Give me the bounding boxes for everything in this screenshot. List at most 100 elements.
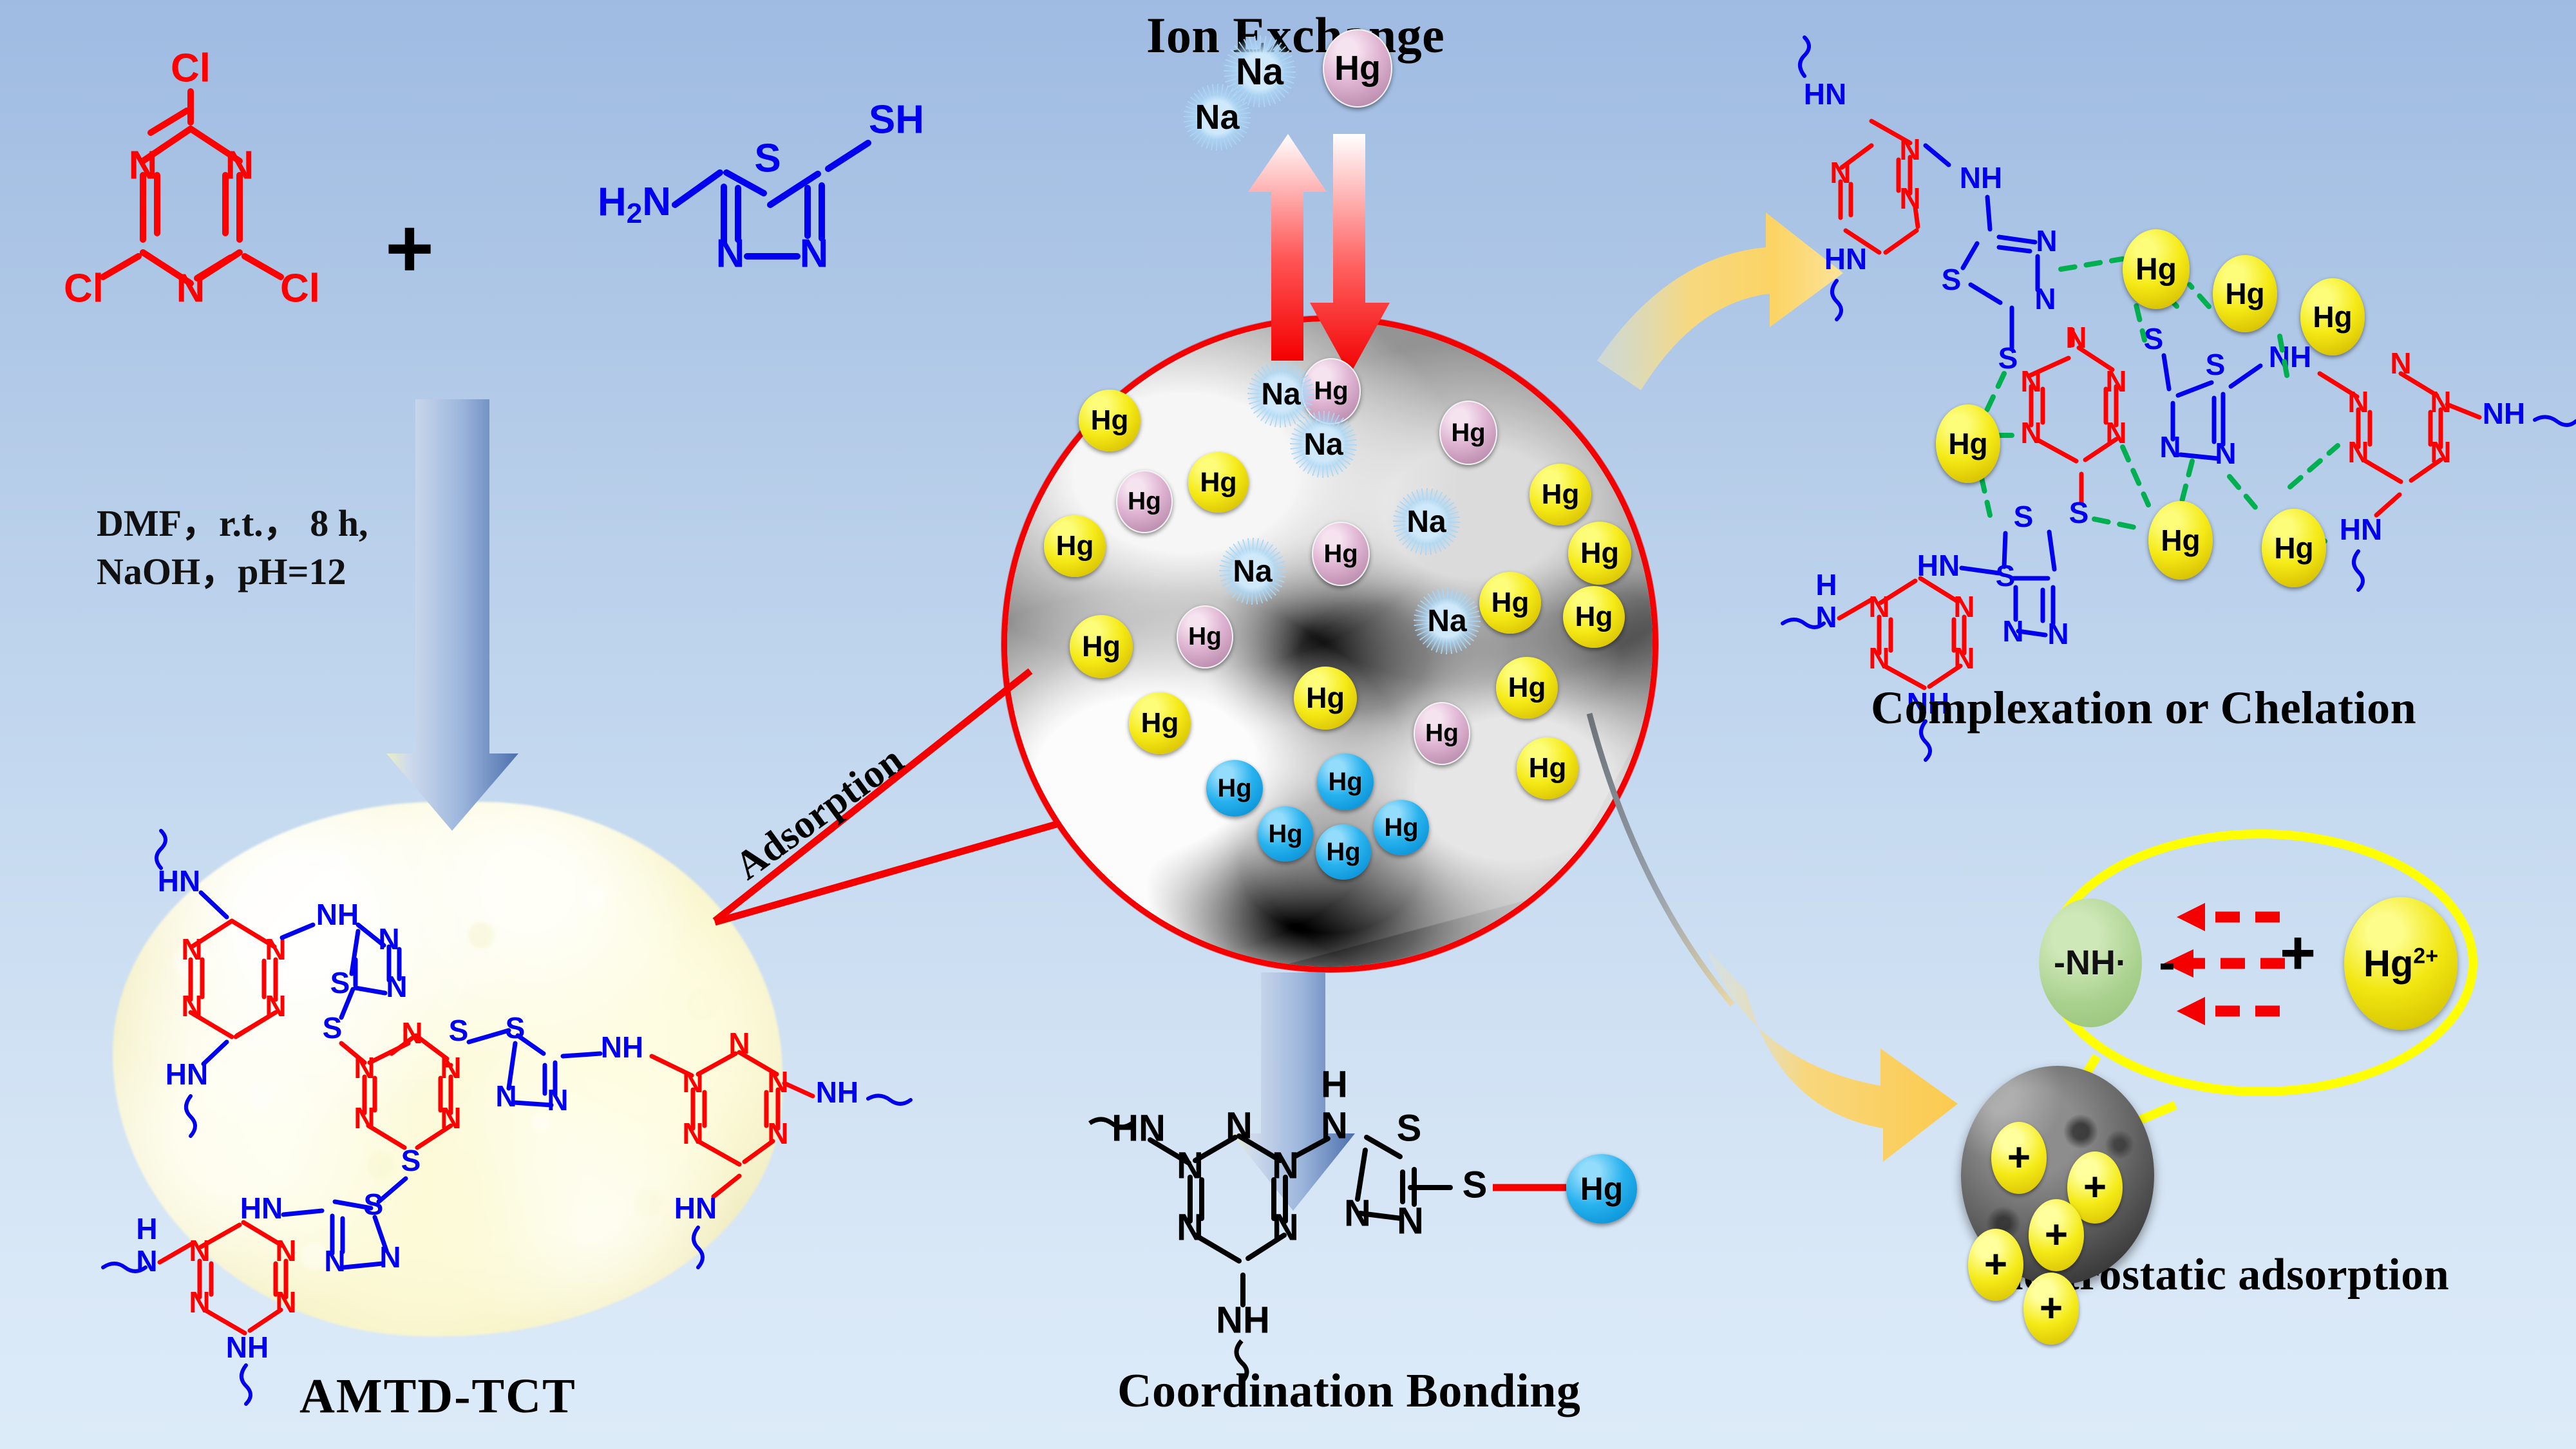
svg-text:HN: HN: [1917, 549, 1960, 582]
hg-ion-yellow-3: Hg: [1044, 515, 1106, 577]
cyanuric-chloride-labels: Cl N N N Cl Cl: [64, 46, 320, 310]
svg-text:N: N: [1344, 1192, 1371, 1234]
svg-text:N: N: [1899, 133, 1920, 166]
svg-text:N: N: [181, 989, 202, 1023]
svg-text:S: S: [1996, 559, 2016, 592]
svg-text:N: N: [2430, 435, 2451, 469]
atom-n-right: N: [225, 143, 254, 187]
svg-text:N: N: [189, 1234, 210, 1267]
svg-text:N: N: [181, 933, 202, 966]
nh-group-ellipse: -NH·: [2039, 898, 2142, 1027]
svg-text:NH: NH: [2483, 397, 2525, 430]
hg-ion-pink-1: Hg: [1116, 470, 1173, 534]
svg-text:S: S: [1998, 341, 2018, 375]
negative-charge-symbol: -: [2159, 934, 2175, 990]
svg-text:N: N: [2065, 321, 2087, 354]
na-ion-3: Na: [1219, 538, 1286, 605]
svg-text:N: N: [2020, 416, 2041, 450]
hg-ion-yellow-8: Hg: [1568, 522, 1631, 585]
svg-text:N: N: [1899, 182, 1920, 215]
svg-text:S: S: [2144, 322, 2164, 355]
atom-sh: SH: [869, 97, 924, 142]
electrostatic-arrowheads: [2164, 903, 2205, 1025]
svg-text:N: N: [1177, 1144, 1204, 1186]
hg-ion-complex-6: Hg: [2262, 509, 2326, 587]
svg-text:N: N: [682, 1065, 703, 1099]
svg-text:H: H: [1321, 1063, 1348, 1105]
hg-ion-coordination: Hg: [1566, 1154, 1637, 1224]
svg-text:S: S: [323, 1011, 343, 1045]
na-ion-2: Na: [1290, 411, 1357, 478]
aminothiadiazolethiol-labels: H2N S SH N N: [598, 97, 924, 276]
svg-text:S: S: [1397, 1107, 1422, 1149]
surface-charge-1: +: [1991, 1122, 2047, 1194]
electrostatic-connector: [1586, 712, 1735, 1007]
svg-text:NH: NH: [1216, 1299, 1270, 1341]
complexation-arrow: [1597, 213, 1843, 390]
label-amtd-tct: AMTD-TCT: [299, 1369, 576, 1423]
hg-ion-yellow-7: Hg: [1530, 464, 1591, 526]
hg-ion-pink-4: Hg: [1312, 522, 1370, 587]
atom-cl-right: Cl: [280, 266, 320, 310]
svg-text:N: N: [1226, 1104, 1253, 1146]
svg-text:S: S: [1463, 1164, 1488, 1206]
na-ion-4: Na: [1393, 488, 1460, 555]
ion-exchange-arrow-up: [1248, 134, 1327, 361]
svg-text:N: N: [682, 1117, 703, 1150]
svg-text:N: N: [401, 1016, 422, 1050]
hg-ion-yellow-6: Hg: [1294, 667, 1357, 730]
atom-n-right2: N: [800, 231, 829, 276]
svg-text:N: N: [1953, 641, 1975, 675]
svg-text:N: N: [2105, 365, 2126, 398]
svg-text:N: N: [728, 1027, 750, 1060]
svg-text:HN: HN: [674, 1191, 717, 1225]
nh-group-label: -NH·: [2054, 943, 2127, 982]
svg-text:H: H: [1815, 568, 1837, 601]
coordination-wavy-bottom: [1234, 1339, 1249, 1384]
svg-text:NH: NH: [2269, 340, 2311, 374]
na-ion-1: Na: [1247, 361, 1314, 428]
atom-n-bottom: N: [176, 266, 205, 310]
electrostatic-attraction-arrows: [2193, 911, 2285, 1017]
na-ion-outside-right: Na: [1224, 35, 1296, 108]
atom-h2n: H2N: [598, 180, 671, 229]
svg-text:N: N: [2430, 385, 2451, 419]
electrostatic-arrow: [1705, 947, 1958, 1162]
svg-text:N: N: [2347, 385, 2369, 419]
svg-text:S: S: [506, 1011, 526, 1045]
svg-text:N: N: [1868, 641, 1889, 675]
svg-text:HN: HN: [166, 1057, 208, 1091]
surface-charge-4: +: [1968, 1229, 2023, 1301]
atom-n-left: N: [129, 143, 158, 187]
svg-text:N: N: [1177, 1206, 1204, 1248]
svg-text:H: H: [136, 1212, 157, 1245]
svg-text:N: N: [1397, 1200, 1424, 1242]
svg-text:N: N: [354, 1051, 375, 1084]
synthesis-arrow: [386, 399, 518, 831]
svg-text:N: N: [379, 1240, 401, 1274]
svg-text:N: N: [2159, 430, 2181, 464]
hg-ion-outside-top: Hg: [1323, 29, 1392, 108]
atom-n-left2: N: [716, 231, 745, 276]
svg-text:S: S: [364, 1188, 384, 1221]
structure-coordination: [1148, 1133, 1453, 1307]
svg-text:S: S: [2206, 348, 2226, 381]
svg-text:N: N: [378, 922, 399, 956]
svg-text:N: N: [1868, 590, 1889, 623]
svg-text:S: S: [401, 1144, 421, 1177]
hg-ion-cyan-1: Hg: [1206, 760, 1263, 817]
svg-text:N: N: [1321, 1104, 1348, 1146]
coordination-wavy-left: [1088, 1117, 1134, 1130]
svg-text:S: S: [1942, 263, 1962, 296]
hg-ion-complex-3: Hg: [2300, 278, 2365, 355]
svg-text:NH: NH: [816, 1075, 858, 1109]
hg-ion-yellow-5: Hg: [1129, 692, 1191, 754]
svg-text:N: N: [2347, 435, 2369, 469]
hg-ion-complex-4: Hg: [1936, 404, 2000, 483]
amtd-tct-powder-image: [113, 802, 782, 1336]
positive-charge-symbol: +: [2280, 918, 2316, 987]
atom-s-ring: S: [754, 136, 781, 180]
